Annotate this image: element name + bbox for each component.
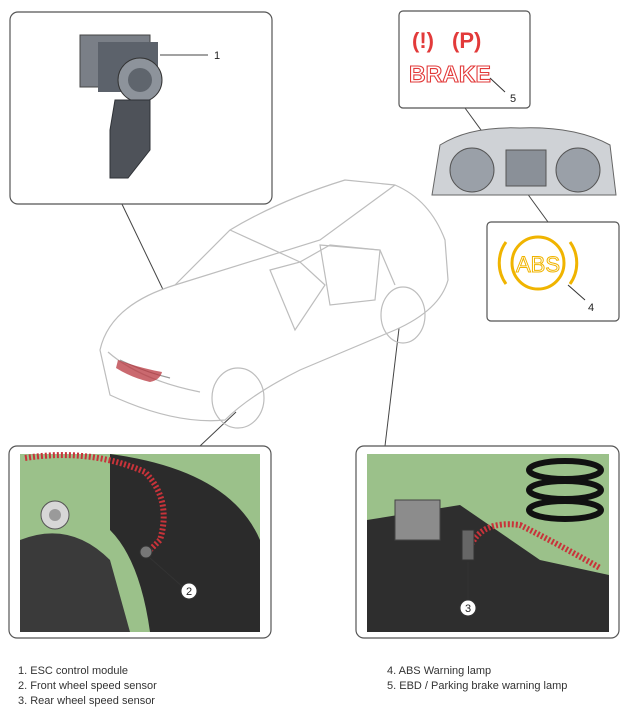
esc-module-illustration [79, 34, 163, 179]
callout-5: 5 [510, 93, 516, 105]
brake-lamp-box: (!) (P) BRAKE 5 [398, 10, 531, 109]
rear-sensor-box: 3 [355, 445, 620, 639]
callout-2: 2 [186, 586, 192, 598]
legend-right: 4. ABS Warning lamp 5. EBD / Parking bra… [387, 664, 567, 694]
legend-item-abs-lamp: 4. ABS Warning lamp [387, 665, 492, 677]
legend-item-brake-lamp: 5. EBD / Parking brake warning lamp [387, 680, 568, 692]
coil-spring [526, 458, 604, 522]
callout-4: 4 [588, 302, 594, 314]
brake-label: BRAKE [409, 61, 491, 87]
abs-lamp-box: ABS 4 [486, 221, 620, 322]
callout-3: 3 [465, 603, 471, 615]
front-sensor-box: 2 [8, 445, 272, 639]
legend-item-front-sensor: 2. Front wheel speed sensor [18, 680, 157, 692]
brake-warning-icon: (!) [412, 28, 434, 53]
callout-1: 1 [214, 50, 220, 62]
car-outline [99, 179, 449, 429]
legend-item-rear-sensor: 3. Rear wheel speed sensor [18, 695, 155, 707]
esc-module-box: 1 [9, 11, 273, 205]
car-grille [116, 360, 162, 382]
parking-brake-icon: (P) [452, 28, 481, 53]
instrument-cluster [431, 127, 617, 196]
legend-left: 1. ESC control module 2. Front wheel spe… [18, 664, 157, 709]
legend-item-esc-module: 1. ESC control module [18, 665, 129, 677]
abs-label: ABS [516, 252, 560, 277]
